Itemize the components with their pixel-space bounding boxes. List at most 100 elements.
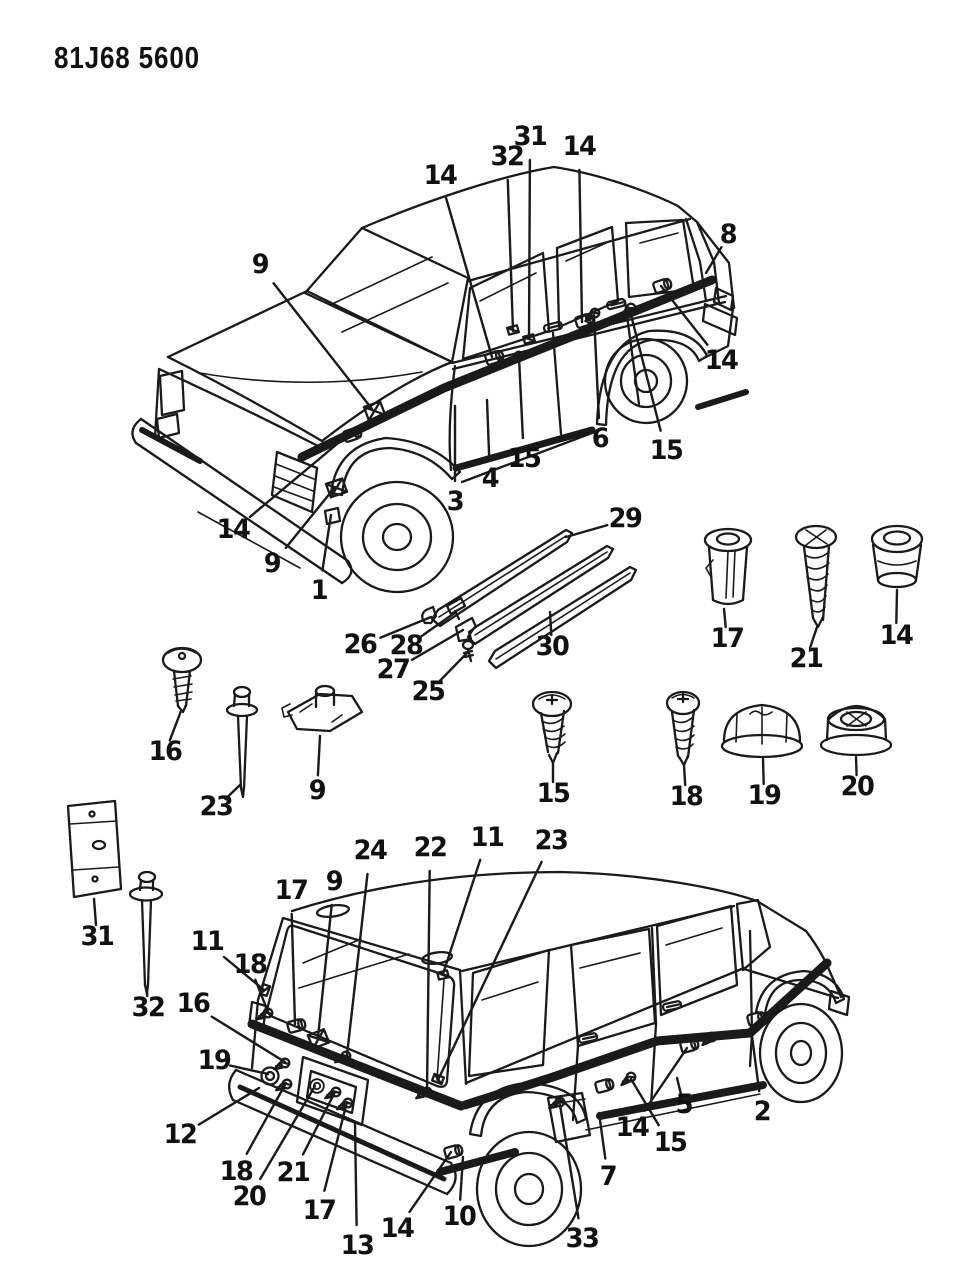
callout-hardware-31: 31 [80, 920, 115, 952]
leader-line-18 [254, 978, 270, 1014]
leader-line-12 [197, 1086, 261, 1126]
leader-line-30 [548, 610, 553, 637]
callout-top_vehicle-9: 9 [263, 547, 282, 579]
door-handle [661, 999, 683, 1013]
callout-bottom_vehicle-11: 11 [190, 925, 225, 957]
callout-bottom_vehicle-7: 7 [599, 1160, 618, 1192]
leader-line-28 [419, 610, 458, 638]
leader-line-17 [323, 1100, 349, 1192]
callout-molding_strips-29: 29 [608, 502, 643, 534]
callout-top_vehicle-31: 31 [513, 120, 548, 152]
leader-line-13 [353, 1121, 358, 1227]
callout-top_vehicle-9: 9 [251, 248, 270, 280]
leader-line-9 [272, 282, 374, 411]
callout-top_vehicle-15: 15 [649, 434, 684, 466]
callout-bottom_vehicle-21: 21 [276, 1156, 311, 1188]
callout-bottom_vehicle-18: 18 [219, 1155, 254, 1187]
leader-line-17 [290, 912, 297, 1026]
leader-line-5 [675, 1076, 682, 1095]
leader-line-17 [722, 607, 727, 629]
leader-line-4 [485, 398, 491, 460]
leader-line-9 [316, 903, 333, 1039]
leader-line-15 [629, 1077, 660, 1127]
leader-line-22 [425, 869, 431, 1093]
callout-molding_strips-27: 27 [376, 653, 411, 685]
leader-line-23 [224, 783, 242, 801]
callout-leader-lines [92, 158, 899, 1227]
leader-line-14 [895, 588, 899, 625]
callout-bottom_vehicle-14: 14 [380, 1212, 415, 1244]
callout-molding_strips-28: 28 [389, 629, 424, 661]
callout-top_vehicle-14: 14 [423, 159, 458, 191]
screw-18-illustration [665, 690, 701, 767]
callout-hardware-17: 17 [710, 622, 745, 654]
leader-line-19 [228, 1064, 270, 1076]
bumper-end-glyph [323, 506, 342, 526]
bottom-vehicle-illustration [228, 870, 851, 1248]
leader-line-14 [643, 1046, 689, 1113]
screw-15-illustration [531, 690, 573, 765]
leader-line-14 [659, 284, 709, 346]
leader-line-20 [854, 755, 858, 777]
leader-line-19 [761, 757, 765, 786]
leader-line-31 [92, 897, 98, 927]
leader-line-21 [301, 1090, 337, 1156]
leader-line-27 [410, 628, 465, 662]
clip-9-illustration [281, 684, 364, 733]
callout-bottom_vehicle-12: 12 [163, 1118, 198, 1150]
drawing-number: 81J68 5600 [54, 40, 200, 75]
rivet-32-illustration [128, 870, 164, 996]
leader-line-14 [444, 196, 494, 359]
bracket-31-illustration [66, 799, 123, 899]
callout-bottom_vehicle-24: 24 [353, 834, 388, 866]
callout-molding_strips-30: 30 [535, 630, 570, 662]
callout-hardware-20: 20 [840, 770, 875, 802]
callout-top_vehicle-3: 3 [446, 485, 465, 517]
leader-line-20 [259, 1084, 317, 1181]
nut-20-illustration [819, 704, 893, 757]
grommet-14-illustration [870, 524, 924, 589]
leader-line-18 [245, 1081, 288, 1156]
leader-line-21 [808, 625, 819, 649]
grommet-glyph [593, 1076, 616, 1095]
callout-bottom_vehicle-18: 18 [233, 948, 268, 980]
callout-bottom_vehicle-17: 17 [302, 1194, 337, 1226]
leader-line-1 [321, 513, 333, 572]
hardware-illustrations [66, 524, 924, 996]
leader-line-14 [578, 168, 584, 324]
callout-bottom_vehicle-33: 33 [565, 1222, 600, 1254]
callout-hardware-16: 16 [148, 735, 183, 767]
leader-line-6 [592, 313, 601, 420]
leader-line-2 [750, 1034, 761, 1093]
leader-line-16 [168, 709, 183, 742]
callout-bottom_vehicle-13: 13 [340, 1229, 375, 1261]
callout-hardware-14: 14 [879, 619, 914, 651]
callout-bottom_vehicle-10: 10 [442, 1200, 477, 1232]
leader-line-33 [558, 1103, 580, 1220]
callout-bottom_vehicle-2: 2 [753, 1095, 772, 1127]
callout-hardware-23: 23 [199, 790, 234, 822]
callout-molding_strips-26: 26 [343, 628, 378, 660]
callout-hardware-15: 15 [536, 777, 571, 809]
leader-line-14 [408, 1150, 453, 1214]
callout-bottom_vehicle-23: 23 [534, 824, 569, 856]
callout-bottom_vehicle-16: 16 [176, 987, 211, 1019]
leader-line-24 [345, 872, 369, 1057]
leader-line-15 [517, 355, 525, 440]
callout-hardware-18: 18 [669, 780, 704, 812]
leader-line-31 [527, 158, 532, 340]
leader-line-29 [564, 523, 609, 539]
callout-bottom_vehicle-20: 20 [232, 1180, 267, 1212]
screw-21-illustration [794, 524, 838, 629]
callout-top_vehicle-15: 15 [507, 442, 542, 474]
leader-line-9 [316, 734, 322, 777]
callout-top_vehicle-14: 14 [216, 513, 251, 545]
callout-bottom_vehicle-19: 19 [197, 1044, 232, 1076]
leader-line-8 [704, 245, 723, 275]
callout-bottom_vehicle-11: 11 [470, 821, 505, 853]
callout-top_vehicle-14: 14 [704, 344, 739, 376]
callout-bottom_vehicle-14: 14 [615, 1111, 650, 1143]
leader-line-7 [597, 1111, 607, 1160]
